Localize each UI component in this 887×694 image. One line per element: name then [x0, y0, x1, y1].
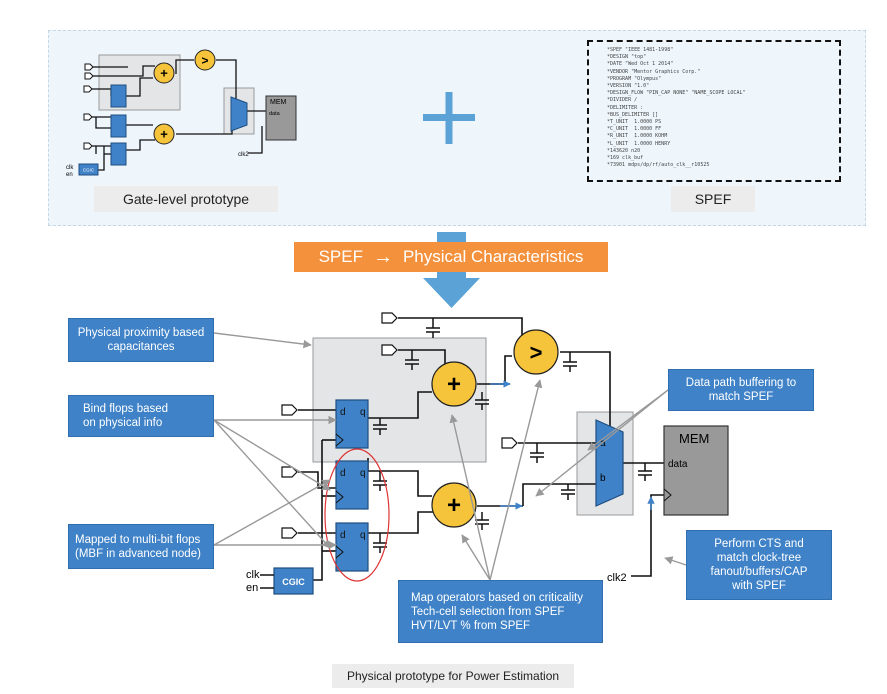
small-cgic-label: CGIC [83, 168, 95, 173]
note-map-line-2: Tech-cell selection from SPEF [411, 605, 565, 618]
flop-2-d-label: d [340, 468, 346, 479]
flop-3 [335, 522, 369, 572]
mbf-highlight-ellipse [324, 448, 390, 582]
flop-3-d-label: d [340, 530, 346, 541]
note-map-line-3: HVT/LVT % from SPEF [411, 619, 531, 632]
note-proximity-line-2: capacitances [107, 341, 175, 353]
mem-label: MEM [679, 431, 709, 446]
comparator-symbol: > [530, 340, 543, 365]
adder-2-symbol: + [447, 492, 461, 519]
spef-line: *73901 mdps/dp/rf/auto_clk__r10525 [607, 162, 710, 169]
spef-line: *DESIGN_FLOW "PIN_CAP NONE" "NAME_SCOPE … [607, 90, 746, 97]
mem-data-label: data [668, 459, 688, 470]
mux [595, 419, 624, 507]
flop-1-q-label: q [360, 407, 366, 418]
note-datapath-line-1: Data path buffering to [685, 377, 797, 389]
spef-line: *PROGRAM "Olympus" [607, 75, 662, 82]
spef-line: *DELIMITER : [607, 104, 644, 111]
cgic-block [273, 567, 314, 595]
mux-a-label: a [600, 438, 606, 449]
right-arrow-icon: → [372, 245, 393, 268]
spef-banner: SPEF → Physical Characteristics [294, 242, 608, 272]
note-bind: Bind flops based on physical info [68, 395, 214, 437]
clk-label: clk [246, 569, 260, 581]
note-datapath: Data path buffering to match SPEF [668, 369, 814, 411]
flop-2 [335, 460, 369, 510]
bottom-caption: Physical prototype for Power Estimation [332, 664, 574, 688]
flop-1 [335, 399, 369, 449]
note-cts-line-1: Perform CTS and [714, 538, 804, 550]
note-proximity-line-1: Physical proximity based [77, 327, 205, 339]
note-cts-line-3: fanout/buffers/CAP [710, 566, 808, 578]
small-en-label: en [66, 172, 73, 178]
note-mbf-line-2: (MBF in advanced node) [75, 547, 201, 560]
adder-2 [431, 482, 477, 528]
banner-right-text: Physical Characteristics [402, 247, 584, 266]
gate-level-caption: Gate-level prototype [94, 186, 278, 212]
note-datapath-line-2: match SPEF [708, 391, 774, 403]
note-cts-line-4: with SPEF [732, 580, 786, 592]
adder-1-symbol: + [447, 371, 461, 398]
comparator [513, 329, 559, 375]
note-bind-line-1: Bind flops based [83, 403, 169, 415]
small-comparator [194, 49, 216, 71]
small-mem-label: MEM [270, 99, 287, 106]
spef-line: *DIVIDER / [607, 97, 638, 104]
banner-left-text: SPEF [318, 247, 363, 266]
spef-line: *SPEF "IEEE 1481-1998" [607, 47, 674, 53]
flop-1-d-label: d [340, 407, 346, 418]
note-cts-line-2: match clock-tree [716, 552, 802, 564]
small-adder-2-symbol: + [160, 127, 168, 142]
flop-2-q-label: q [360, 468, 366, 479]
mux-b-label: b [600, 473, 606, 484]
cgic-label: CGIC [282, 577, 305, 587]
spef-line: *C_UNIT 1.0000 FF [607, 126, 662, 133]
small-flop-3 [110, 142, 127, 166]
flop-3-q-label: q [360, 530, 366, 541]
small-data-label: data [269, 111, 281, 117]
small-adder-1-symbol: + [160, 66, 168, 81]
note-cts: Perform CTS and match clock-tree fanout/… [686, 530, 832, 600]
small-clk-label: clk [66, 165, 74, 171]
small-flop-2 [110, 114, 127, 138]
small-comparator-symbol: > [201, 54, 208, 68]
spef-caption: SPEF [671, 186, 755, 212]
spef-line: *L_UNIT 1.0000 HENRY [607, 140, 671, 147]
note-map-operators: Map operators based on criticality Tech-… [398, 580, 603, 643]
small-mem [265, 95, 297, 141]
spef-line: *DESIGN "top" [607, 54, 647, 61]
small-schematic: + + > MEM data CGIC clk en clk2 [66, 49, 297, 178]
spef-line: *143620 n20 [607, 147, 641, 154]
small-mux [230, 96, 248, 132]
spef-line: *DATE "Wed Oct 1 2014" [607, 61, 674, 68]
note-bind-line-2: on physical info [83, 417, 163, 429]
note-mbf: Mapped to multi-bit flops (MBF in advanc… [68, 524, 214, 569]
small-flop-1 [110, 84, 127, 108]
small-cgic [78, 163, 99, 176]
spef-code-box: *SPEF "IEEE 1481-1998"*DESIGN "top"*DATE… [587, 40, 841, 182]
clk2-label: clk2 [607, 572, 627, 584]
note-proximity: Physical proximity based capacitances [68, 318, 214, 362]
small-adder-2 [153, 123, 175, 145]
note-mbf-line-1: Mapped to multi-bit flops [75, 533, 201, 546]
plus-icon [423, 92, 475, 144]
small-adder-1 [153, 62, 175, 84]
main-schematic: d q d q d q + + > a b [246, 312, 729, 595]
spef-line: *VENDOR "Mentor Graphics Corp." [607, 68, 701, 75]
spef-line: *169 clk_buf [607, 155, 644, 162]
annotation-arrows [213, 332, 687, 581]
spef-line: *BUS_DELIMITER [] [607, 111, 659, 118]
adder-1 [431, 361, 477, 407]
spef-line: *VERSION "1.0" [607, 83, 650, 90]
mem-block [663, 425, 729, 516]
note-map-line-1: Map operators based on criticality [411, 591, 583, 604]
spef-line: *R_UNIT 1.0000 KOHM [607, 133, 668, 140]
en-label: en [246, 582, 258, 594]
spef-line: *T_UNIT 1.0000 PS [607, 119, 662, 126]
small-clk2-label: clk2 [238, 152, 249, 158]
